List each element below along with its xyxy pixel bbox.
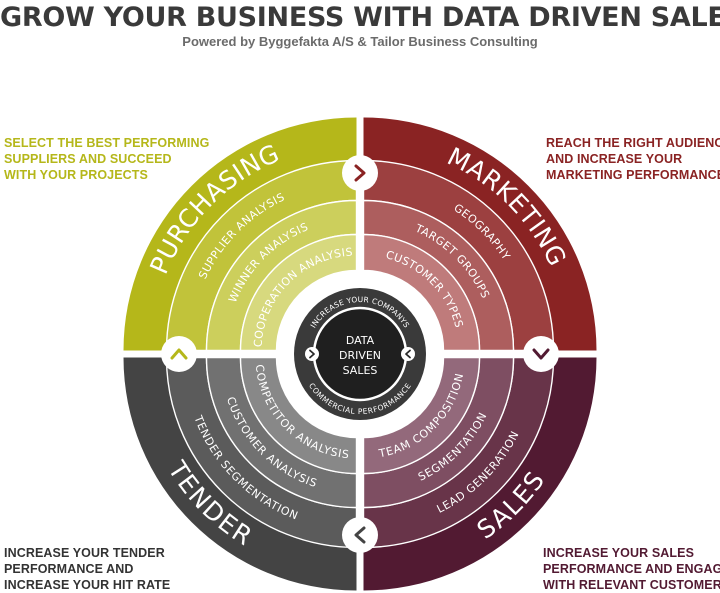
sales-caption: INCREASE YOUR SALES PERFORMANCE AND ENGA… <box>543 545 720 593</box>
marketing-title-band <box>363 117 597 351</box>
chevron-left-icon <box>401 347 415 361</box>
tender-caption-line: INCREASE YOUR HIT RATE <box>4 578 171 592</box>
purchasing-caption: SELECT THE BEST PERFORMING SUPPLIERS AND… <box>4 135 209 183</box>
chevron-down-icon <box>523 336 559 372</box>
tender-ring-band-3 <box>239 356 358 475</box>
chevron-right-icon <box>342 155 378 191</box>
marketing-ring-band-3 <box>362 233 481 352</box>
purchasing-title-band <box>123 117 357 351</box>
sales-title-band <box>363 357 597 591</box>
hub-center-text: DRIVEN <box>339 349 381 362</box>
marketing-caption-line: REACH THE RIGHT AUDIENCE <box>546 136 720 150</box>
chevron-right-icon <box>305 347 319 361</box>
purchasing-caption-line: SELECT THE BEST PERFORMING <box>4 136 210 150</box>
page-subtitle: Powered by Byggefakta A/S & Tailor Busin… <box>182 34 538 49</box>
marketing-caption-line: AND INCREASE YOUR <box>546 152 683 166</box>
sales-caption-line: WITH RELEVANT CUSTOMERS <box>543 578 720 592</box>
tender-title-band <box>123 357 357 591</box>
hub-center-text: DATA <box>346 334 375 347</box>
tender-caption: INCREASE YOUR TENDER PERFORMANCE AND INC… <box>4 545 170 593</box>
marketing-caption-line: MARKETING PERFORMANCE <box>546 168 720 182</box>
sales-caption-line: PERFORMANCE AND ENGAGE <box>543 562 720 576</box>
page-title: GROW YOUR BUSINESS WITH DATA DRIVEN SALE… <box>0 2 720 33</box>
purchasing-caption-line: WITH YOUR PROJECTS <box>4 168 148 182</box>
chevron-left-icon <box>342 517 378 553</box>
hub-center-text: SALES <box>343 364 378 377</box>
purchasing-ring-band-3 <box>239 233 358 352</box>
purchasing-caption-line: SUPPLIERS AND SUCCEED <box>4 152 172 166</box>
marketing-caption: REACH THE RIGHT AUDIENCE AND INCREASE YO… <box>546 135 720 183</box>
sales-ring-band-3 <box>362 356 481 475</box>
sales-caption-line: INCREASE YOUR SALES <box>543 546 695 560</box>
tender-caption-line: INCREASE YOUR TENDER <box>4 546 165 560</box>
tender-caption-line: PERFORMANCE AND <box>4 562 134 576</box>
chevron-up-icon <box>161 336 197 372</box>
